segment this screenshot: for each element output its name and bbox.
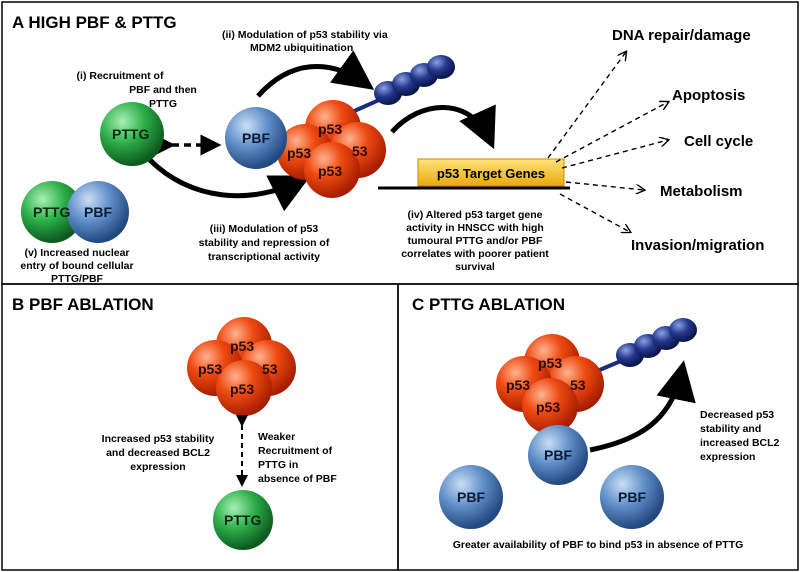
- step-i-line-3: PTTG: [149, 98, 177, 110]
- arrow-iii: [148, 158, 311, 212]
- step-iii-line-1: (iii) Modulation of p53: [210, 223, 319, 235]
- pbf-sphere: [225, 107, 287, 169]
- step-iv-line-5: survival: [455, 261, 495, 273]
- p53-label: p53: [318, 121, 342, 137]
- p53-label: p53: [318, 163, 342, 179]
- panel-b-left-line-1: Increased p53 stability: [102, 433, 215, 445]
- pttg-label: PTTG: [33, 204, 70, 220]
- panel-b-frame: [1, 283, 399, 571]
- step-iv-line-1: (iv) Altered p53 target gene: [408, 209, 543, 221]
- step-v-line-2: entry of bound cellular: [20, 260, 133, 272]
- step-iv-line-4: correlates with poorer patient: [401, 248, 549, 260]
- panel-c-effect-line-2: stability and: [700, 423, 761, 435]
- panel-c-effect-line-4: expression: [700, 451, 755, 463]
- effect-invasion: Invasion/migration: [631, 237, 764, 254]
- pbf-sphere-bound: [67, 181, 129, 243]
- panel-a-title: A HIGH PBF & PTTG: [12, 13, 177, 32]
- ubiquitin-bead: [669, 318, 697, 342]
- panel-b-right-line-2: Recruitment of: [258, 445, 333, 457]
- p53-sphere: [522, 378, 578, 434]
- p53-tetramer-b: p53 53 p53 p53: [187, 317, 296, 416]
- effect-dna-repair: DNA repair/damage: [612, 27, 751, 44]
- panel-b-title: B PBF ABLATION: [12, 295, 154, 314]
- p53-label: p53: [538, 355, 562, 371]
- p53-label: 53: [570, 377, 586, 393]
- panel-b-left-line-3: expression: [130, 461, 185, 473]
- panel-c-bottom-text: Greater availability of PBF to bind p53 …: [453, 539, 744, 551]
- arrow-decreased-stability: [589, 360, 696, 453]
- p53-label: p53: [230, 338, 254, 354]
- pttg-sphere: [213, 490, 273, 550]
- pbf-label: PBF: [84, 204, 112, 220]
- pttg-label: PTTG: [224, 512, 261, 528]
- p53-tetramer-c: p53 53 p53 p53: [496, 334, 604, 434]
- step-iv-line-2: activity in HNSCC with high: [406, 222, 544, 234]
- ubiquitin-chain: [374, 55, 455, 105]
- p53-sphere: [304, 142, 360, 198]
- effect-arrow-invasion: [559, 193, 630, 232]
- step-v-line-1: (v) Increased nuclear: [24, 247, 129, 259]
- panel-c-effect-line-1: Decreased p53: [700, 409, 774, 421]
- pbf-sphere: [528, 425, 588, 485]
- step-i-line-2: PBF and then: [129, 84, 197, 96]
- pbf-sphere-free: [600, 465, 664, 529]
- effect-apoptosis: Apoptosis: [672, 87, 745, 104]
- pbf-label: PBF: [544, 447, 572, 463]
- panel-c-title: C PTTG ABLATION: [412, 295, 565, 314]
- panel-b-right-line-4: absence of PBF: [258, 473, 337, 485]
- effect-metabolism: Metabolism: [660, 183, 743, 200]
- pttg-sphere-bound: [21, 181, 83, 243]
- p53-label: 53: [262, 361, 278, 377]
- ubiquitin-chain: [616, 318, 697, 367]
- effect-cell-cycle: Cell cycle: [684, 133, 753, 150]
- step-iii-line-2: stability and repression of: [199, 237, 330, 249]
- step-i-line-1: (i) Recruitment of: [77, 70, 164, 82]
- p53-tetramer-a: p53 53 p53 p53: [277, 100, 386, 198]
- p53-label: p53: [536, 399, 560, 415]
- p53-label: p53: [230, 381, 254, 397]
- arrow-to-target-genes: [390, 104, 496, 150]
- panel-c-effect-line-3: increased BCL2: [700, 437, 780, 449]
- effect-arrow-metabolism: [565, 181, 644, 190]
- effect-arrow-apoptosis: [555, 102, 668, 163]
- step-iv-line-3: tumoural PTTG and/or PBF: [408, 235, 543, 247]
- effect-arrow-dna: [547, 52, 626, 159]
- pttg-label: PTTG: [112, 126, 149, 142]
- effect-arrows: [547, 52, 668, 232]
- panel-c-frame: [397, 283, 799, 571]
- step-ii-line-2: MDM2 ubiquitination: [250, 42, 353, 54]
- step-ii-line-1: (ii) Modulation of p53 stability via: [222, 29, 388, 41]
- ubiquitin-bead: [427, 55, 455, 79]
- step-v-line-3: PTTG/PBF: [51, 273, 104, 285]
- pbf-label: PBF: [242, 130, 270, 146]
- p53-label: 53: [352, 143, 368, 159]
- target-genes-label: p53 Target Genes: [437, 166, 545, 181]
- panel-b-right-line-1: Weaker: [258, 431, 295, 443]
- p53-label: p53: [506, 377, 530, 393]
- p53-sphere: [216, 360, 272, 416]
- panel-b-right-line-3: PTTG in: [258, 459, 298, 471]
- arrow-ii: [256, 50, 375, 98]
- pbf-label: PBF: [618, 489, 646, 505]
- panel-b-left-line-2: and decreased BCL2: [106, 447, 210, 459]
- target-genes-box: [417, 158, 565, 187]
- pbf-sphere-free: [439, 465, 503, 529]
- p53-label: p53: [287, 145, 311, 161]
- step-iii-line-3: transcriptional activity: [208, 251, 320, 263]
- effect-arrow-cellcycle: [561, 140, 668, 169]
- pttg-sphere: [100, 102, 164, 166]
- p53-label: p53: [198, 361, 222, 377]
- pbf-label: PBF: [457, 489, 485, 505]
